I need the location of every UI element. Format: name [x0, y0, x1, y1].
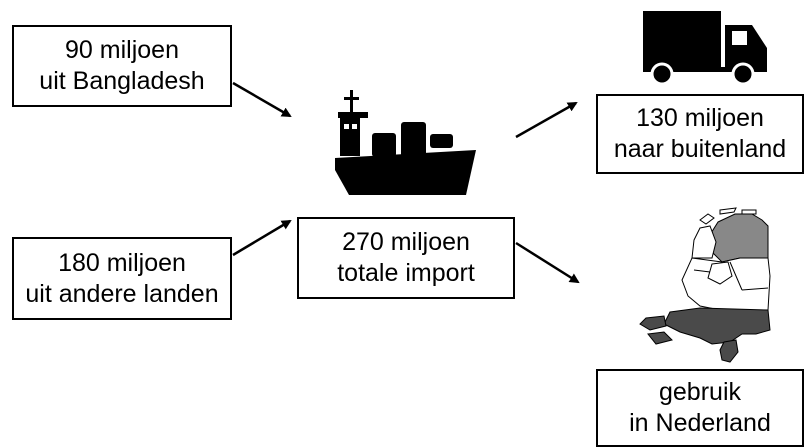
use-netherlands-line1: gebruik [659, 378, 741, 406]
import-bangladesh-amount: 90 miljoen [65, 36, 179, 64]
cargo-ship-icon [335, 90, 476, 195]
export-abroad-amount: 130 miljoen [636, 104, 764, 132]
truck-icon [643, 11, 767, 86]
import-other-countries-box: 180 miljoen uit andere landen [12, 237, 232, 320]
netherlands-map-icon [639, 207, 771, 363]
total-import-amount: 270 miljoen [342, 228, 470, 256]
arrow-other-to-ship [232, 219, 292, 257]
use-netherlands-box: gebruik in Nederland [596, 369, 804, 447]
arrow-bangladesh-to-ship [232, 81, 292, 118]
arrow-total-to-netherlands [515, 241, 580, 284]
import-bangladesh-box: 90 miljoen uit Bangladesh [12, 25, 232, 107]
export-abroad-label: naar buitenland [613, 135, 787, 163]
import-bangladesh-origin: uit Bangladesh [39, 67, 205, 95]
export-abroad-box: 130 miljoen naar buitenland [596, 94, 804, 174]
import-other-origin: uit andere landen [25, 279, 219, 308]
arrow-ship-to-abroad [515, 101, 578, 139]
total-import-box: 270 miljoen totale import [297, 217, 515, 299]
use-netherlands-line2: in Nederland [629, 409, 771, 437]
import-other-amount: 180 miljoen [58, 248, 186, 277]
total-import-label: totale import [337, 259, 475, 287]
